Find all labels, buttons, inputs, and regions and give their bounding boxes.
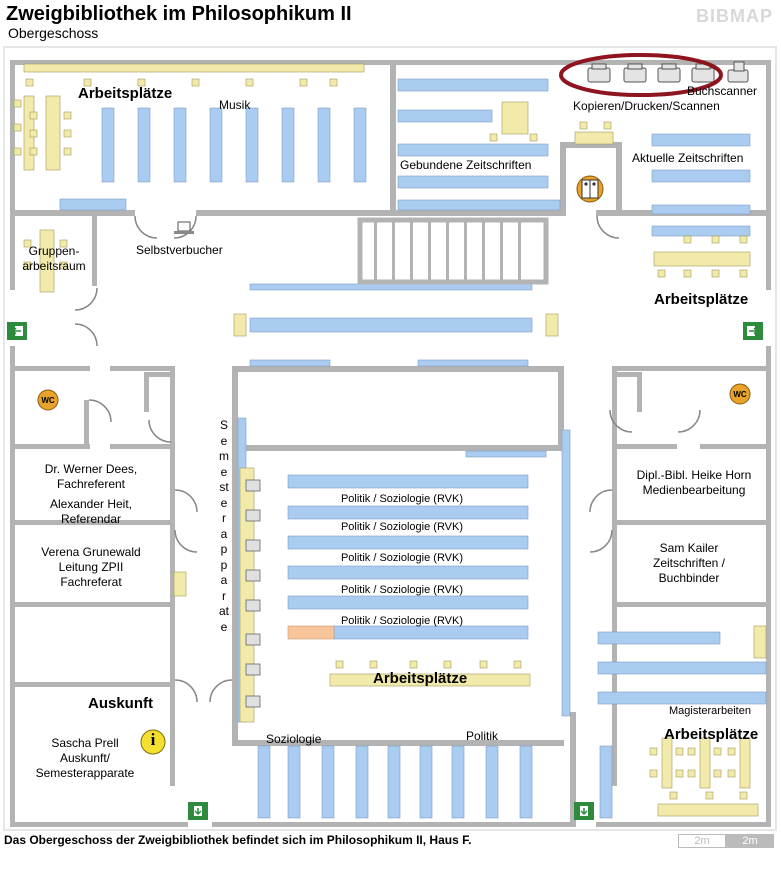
floor-subtitle: Obergeschoss xyxy=(8,25,99,41)
brand-logo: BIBMAP xyxy=(696,6,773,26)
label-buchscanner: Buchscanner xyxy=(687,84,758,98)
exit-icons xyxy=(7,322,763,820)
label-auskunft-prell: Sascha Prell Auskunft/ Semesterapparate xyxy=(35,736,135,780)
info-icon: i xyxy=(150,730,156,749)
shelf-label-politik-5: Politik / Soziologie (RVK) xyxy=(340,615,464,627)
info-icon-circle xyxy=(140,729,166,755)
label-semesterapparate: Semesterapparate xyxy=(219,418,230,634)
scale-segment-1: 2m xyxy=(678,834,726,848)
label-arbeitsplaetze-center: Arbeitsplätze xyxy=(373,670,468,687)
office-kailer: Sam Kailer Zeitschriften / Buchbinder xyxy=(652,541,726,585)
copier-icons xyxy=(587,61,749,83)
office-dees: Dr. Werner Dees, Fachreferent xyxy=(44,462,138,491)
office-heit: Alexander Heit, Referendar xyxy=(49,497,133,526)
shelf-label-politik-3: Politik / Soziologie (RVK) xyxy=(340,552,464,564)
shelf-label-politik-1: Politik / Soziologie (RVK) xyxy=(340,493,464,505)
label-arbeitsplaetze-nw: Arbeitsplätze xyxy=(78,85,173,102)
label-selbstverbucher: Selbstverbucher xyxy=(136,243,223,257)
scale-bar: 2m 2m xyxy=(678,834,774,848)
doors xyxy=(74,215,701,703)
wc-icon-left: WC xyxy=(41,396,55,405)
wc-icon-right: WC xyxy=(733,390,747,399)
stairs xyxy=(357,217,549,285)
label-musik: Musik xyxy=(219,98,251,112)
label-kopieren: Kopieren/Drucken/Scannen xyxy=(573,99,720,113)
highlight-circle xyxy=(559,53,723,97)
elevator-icon xyxy=(576,175,604,203)
label-gebundene-zeitschriften: Gebundene Zeitschriften xyxy=(400,158,532,172)
wc-icons xyxy=(37,383,751,411)
desks xyxy=(23,63,767,817)
shelf-label-politik-4: Politik / Soziologie (RVK) xyxy=(340,584,464,596)
label-aktuelle-zeitschriften: Aktuelle Zeitschriften xyxy=(632,151,744,165)
label-politik: Politik xyxy=(466,729,499,743)
label-soziologie: Soziologie xyxy=(266,732,322,746)
footer-note: Das Obergeschoss der Zweigbibliothek bef… xyxy=(4,833,472,847)
office-grunewald: Verena Grunewald Leitung ZPII Fachrefera… xyxy=(41,545,141,589)
label-auskunft: Auskunft xyxy=(88,695,153,712)
shelves xyxy=(59,78,767,819)
page-title: Zweigbibliothek im Philosophikum II xyxy=(6,3,352,25)
scale-segment-2: 2m xyxy=(726,834,774,848)
label-arbeitsplaetze-ne: Arbeitsplätze xyxy=(654,291,749,308)
office-horn: Dipl.-Bibl. Heike Horn Medienbearbeitung xyxy=(636,468,752,497)
label-gruppenarbeitsraum: Gruppen- arbeitsraum xyxy=(22,244,86,273)
label-magisterarbeiten: Magisterarbeiten xyxy=(669,705,751,717)
shelf-label-politik-2: Politik / Soziologie (RVK) xyxy=(340,521,464,533)
highlight-shelf xyxy=(287,625,335,640)
chairs xyxy=(13,78,748,800)
laptop-icon xyxy=(174,221,194,234)
computer-terminals xyxy=(245,479,261,708)
label-arbeitsplaetze-se: Arbeitsplätze xyxy=(664,726,759,743)
